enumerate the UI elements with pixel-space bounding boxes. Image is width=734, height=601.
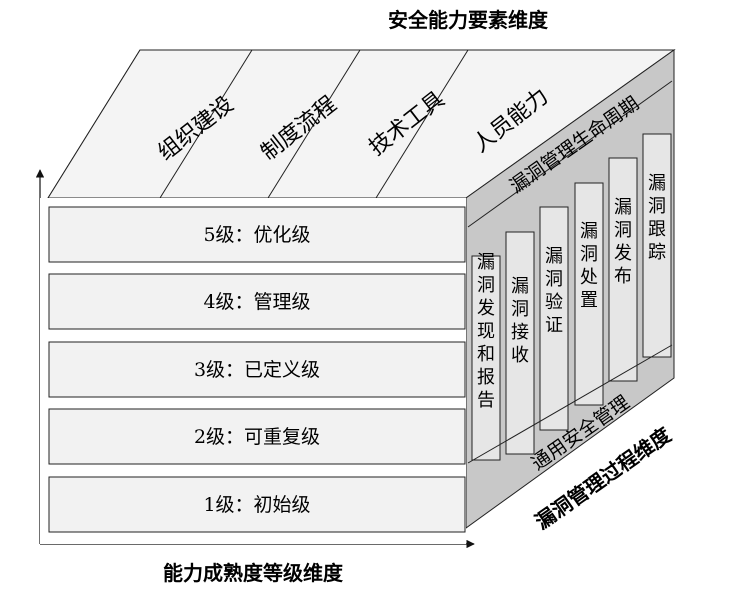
phase-column xyxy=(471,255,501,461)
phase-column xyxy=(642,133,672,358)
phase-label: 漏洞接收 xyxy=(511,276,529,366)
level-bar xyxy=(48,476,466,533)
phase-column xyxy=(574,182,604,406)
bottom-dimension-title: 能力成熟度等级维度 xyxy=(163,561,344,585)
level-bar xyxy=(48,273,466,330)
level-label: 3级：已定义级 xyxy=(194,359,320,381)
phase-column xyxy=(608,157,638,382)
level-label: 4级：管理级 xyxy=(203,291,310,313)
phase-column xyxy=(505,231,535,455)
phase-label: 漏洞发现和报告 xyxy=(477,252,495,411)
general-band-divider xyxy=(467,344,673,464)
phase-column xyxy=(539,206,569,431)
lifecycle-band-divider xyxy=(467,80,673,228)
top-dimension-title: 安全能力要素维度 xyxy=(388,8,549,32)
level-bar xyxy=(48,408,466,465)
level-label: 5级：优化级 xyxy=(203,224,310,246)
phase-label: 漏洞跟踪 xyxy=(648,173,666,263)
phase-label: 漏洞验证 xyxy=(545,246,563,336)
level-bar xyxy=(48,206,466,263)
phase-label: 漏洞处置 xyxy=(580,221,598,311)
phase-label: 漏洞发布 xyxy=(614,197,632,287)
level-label: 1级：初始级 xyxy=(203,494,310,516)
level-label: 2级：可重复级 xyxy=(194,426,320,448)
level-bar xyxy=(48,341,466,398)
